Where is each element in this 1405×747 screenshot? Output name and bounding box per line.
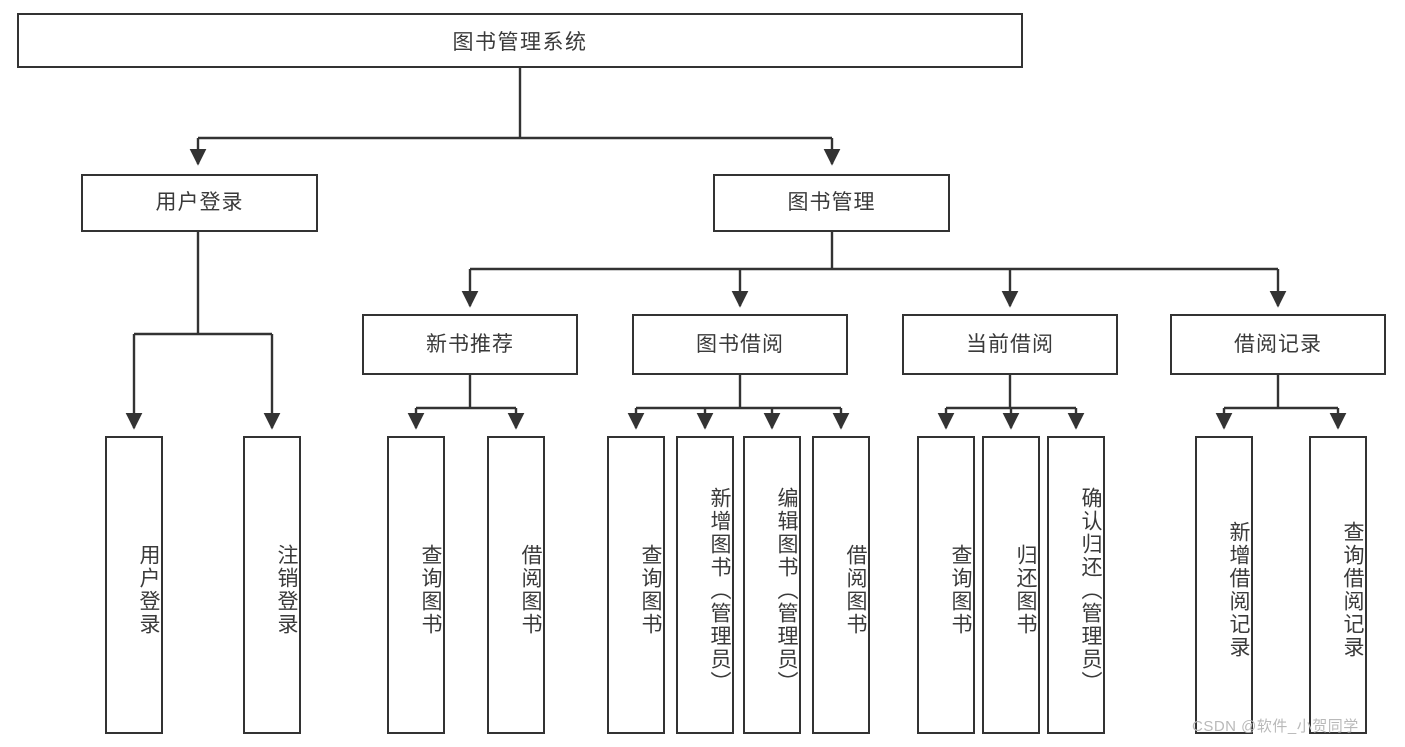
leaf-current-borrow-query-book[interactable]: 查询图书 bbox=[917, 436, 975, 734]
leaf-label: 查询借阅记录 bbox=[1341, 521, 1364, 659]
leaf-book-borrow-add-book-admin[interactable]: 新增图书（管理员） bbox=[676, 436, 734, 734]
leaf-label: 查询图书 bbox=[639, 544, 662, 636]
leaf-current-borrow-confirm-return-admin[interactable]: 确认归还（管理员） bbox=[1047, 436, 1105, 734]
node-borrow-record-label: 借阅记录 bbox=[1234, 332, 1322, 356]
node-new-book-recommend-label: 新书推荐 bbox=[426, 332, 514, 356]
node-book-borrow-label: 图书借阅 bbox=[696, 332, 784, 356]
node-book-management-label: 图书管理 bbox=[787, 191, 876, 215]
leaf-book-borrow-borrow-book[interactable]: 借阅图书 bbox=[812, 436, 870, 734]
node-current-borrow[interactable]: 当前借阅 bbox=[902, 314, 1118, 375]
node-new-book-recommend[interactable]: 新书推荐 bbox=[362, 314, 578, 375]
leaf-current-borrow-return-book[interactable]: 归还图书 bbox=[982, 436, 1040, 734]
leaf-book-borrow-query-book[interactable]: 查询图书 bbox=[607, 436, 665, 734]
node-book-borrow[interactable]: 图书借阅 bbox=[632, 314, 848, 375]
leaf-label: 用户登录 bbox=[137, 544, 160, 636]
leaf-label: 确认归还（管理员） bbox=[1079, 486, 1102, 694]
leaf-user-login-logout[interactable]: 注销登录 bbox=[243, 436, 301, 734]
node-user-login[interactable]: 用户登录 bbox=[81, 174, 318, 232]
leaf-label: 查询图书 bbox=[419, 544, 442, 636]
node-root-system[interactable]: 图书管理系统 bbox=[17, 13, 1023, 68]
leaf-label: 借阅图书 bbox=[844, 544, 867, 636]
leaf-label: 编辑图书（管理员） bbox=[775, 486, 798, 694]
leaf-label: 查询图书 bbox=[949, 544, 972, 636]
node-user-login-label: 用户登录 bbox=[155, 191, 244, 215]
leaf-label: 归还图书 bbox=[1014, 544, 1037, 636]
node-root-label: 图书管理系统 bbox=[452, 30, 588, 54]
leaf-new-book-borrow-book[interactable]: 借阅图书 bbox=[487, 436, 545, 734]
leaf-borrow-record-add-record[interactable]: 新增借阅记录 bbox=[1195, 436, 1253, 734]
leaf-new-book-query-book[interactable]: 查询图书 bbox=[387, 436, 445, 734]
leaf-book-borrow-edit-book-admin[interactable]: 编辑图书（管理员） bbox=[743, 436, 801, 734]
csdn-watermark: CSDN @软件_小贺同学 bbox=[1192, 718, 1359, 735]
node-current-borrow-label: 当前借阅 bbox=[966, 332, 1054, 356]
leaf-user-login-login[interactable]: 用户登录 bbox=[105, 436, 163, 734]
leaf-label: 新增图书（管理员） bbox=[708, 486, 731, 694]
leaf-label: 借阅图书 bbox=[519, 544, 542, 636]
leaf-label: 新增借阅记录 bbox=[1227, 521, 1250, 659]
leaf-label: 注销登录 bbox=[275, 544, 298, 636]
node-book-management[interactable]: 图书管理 bbox=[713, 174, 950, 232]
node-borrow-record[interactable]: 借阅记录 bbox=[1170, 314, 1386, 375]
leaf-borrow-record-query-record[interactable]: 查询借阅记录 bbox=[1309, 436, 1367, 734]
